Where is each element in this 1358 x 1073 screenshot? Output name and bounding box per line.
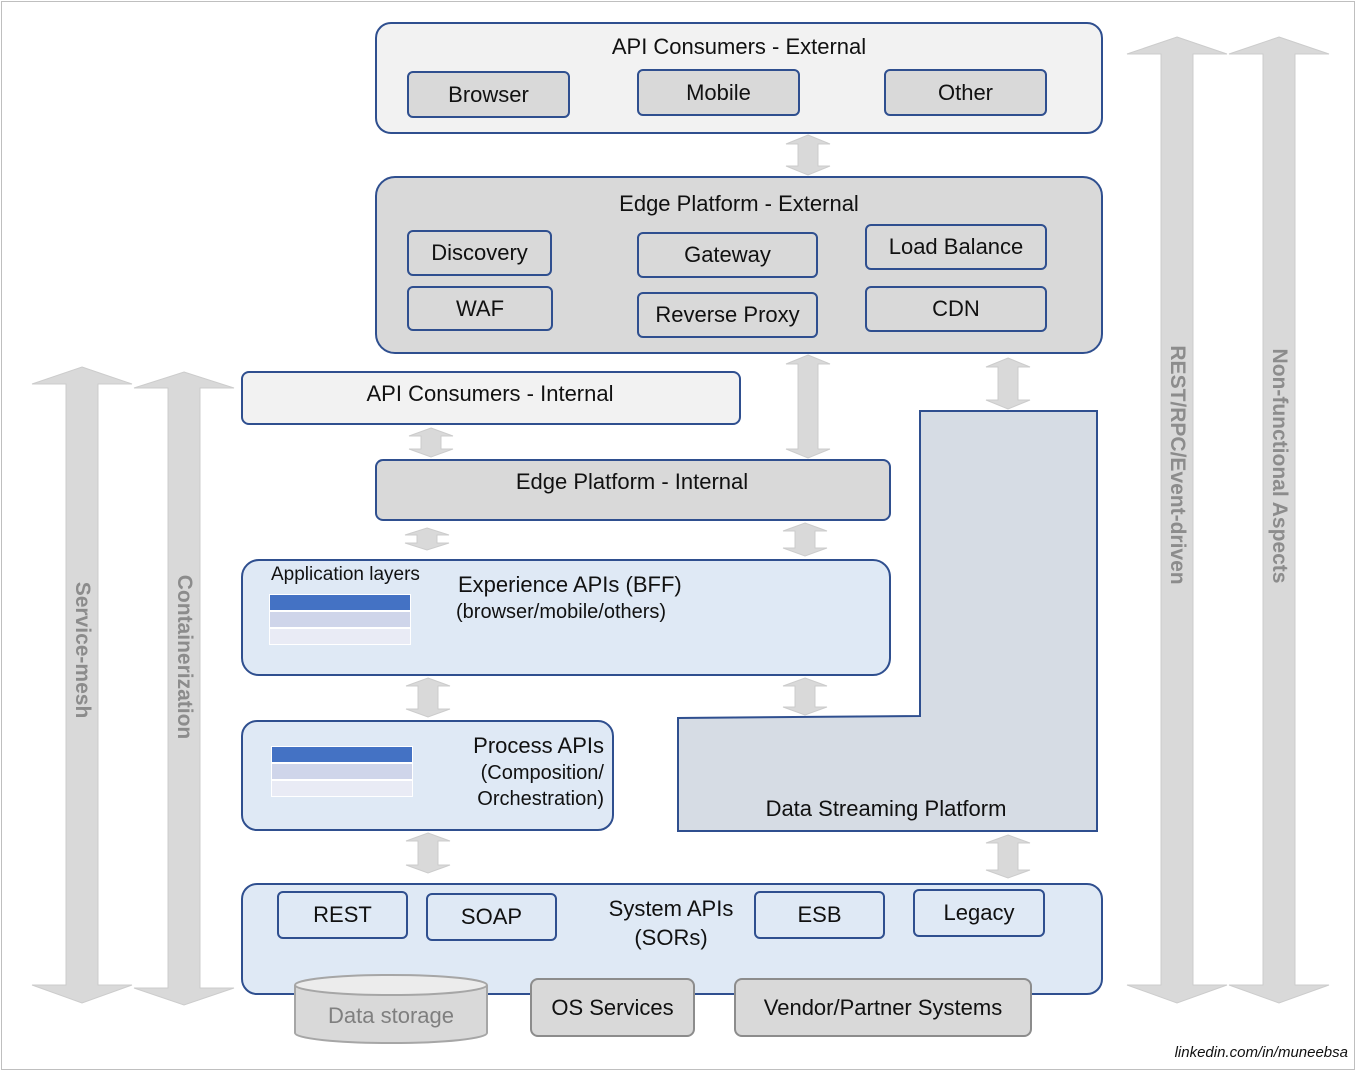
api-consumers-internal-title: API Consumers - Internal bbox=[366, 381, 614, 406]
api-consumers-external-title: API Consumers - External bbox=[611, 34, 867, 59]
arrow-int-consumers-edge bbox=[408, 427, 454, 458]
arrow-experience-process bbox=[405, 677, 451, 718]
layer-dark bbox=[271, 746, 413, 763]
gateway-box: Gateway bbox=[637, 232, 818, 278]
waf-box: WAF bbox=[407, 286, 553, 331]
experience-apis-subtitle: (browser/mobile/others) bbox=[456, 601, 667, 623]
layer-light bbox=[269, 628, 411, 645]
os-services-box: OS Services bbox=[530, 978, 695, 1037]
experience-layer-stack bbox=[269, 594, 411, 645]
non-functional-arrow bbox=[1228, 36, 1330, 1004]
data-storage-label: Data storage bbox=[328, 1003, 454, 1028]
browser-box: Browser bbox=[407, 71, 570, 118]
soap-box: SOAP bbox=[426, 893, 557, 941]
data-streaming-platform-title: Data Streaming Platform bbox=[765, 796, 1007, 821]
process-apis-subtitle-1: (Composition/ bbox=[480, 762, 604, 784]
process-apis-title: Process APIs bbox=[473, 733, 604, 758]
edge-platform-external-title: Edge Platform - External bbox=[619, 191, 859, 216]
layer-dark bbox=[269, 594, 411, 611]
process-layer-stack bbox=[271, 746, 413, 797]
reverse-proxy-box: Reverse Proxy bbox=[637, 292, 818, 338]
esb-box: ESB bbox=[754, 891, 885, 939]
rest-box: REST bbox=[277, 891, 408, 939]
edge-platform-internal-title: Edge Platform - Internal bbox=[515, 469, 749, 494]
arrow-edge-int-experience-left bbox=[404, 527, 450, 551]
layer-light bbox=[271, 780, 413, 797]
mobile-box: Mobile bbox=[637, 69, 800, 116]
arrow-streaming-system bbox=[985, 834, 1031, 879]
layer-mid bbox=[269, 611, 411, 628]
rest-rpc-arrow bbox=[1126, 36, 1228, 1004]
discovery-box: Discovery bbox=[407, 230, 552, 276]
layer-mid bbox=[271, 763, 413, 780]
application-layers-caption: Application layers bbox=[271, 564, 420, 585]
process-apis-subtitle-2: Orchestration) bbox=[477, 788, 604, 810]
system-apis-title: System APIs bbox=[608, 896, 734, 921]
api-consumers-internal bbox=[241, 371, 741, 425]
arrow-experience-streaming bbox=[782, 677, 828, 716]
service-mesh-arrow bbox=[31, 366, 133, 1004]
experience-apis-title: Experience APIs (BFF) bbox=[458, 572, 682, 597]
arrow-ext-consumers-edge bbox=[785, 134, 831, 176]
cdn-box: CDN bbox=[865, 286, 1047, 332]
containerization-arrow bbox=[133, 371, 235, 1006]
load-balance-box: Load Balance bbox=[865, 224, 1047, 270]
arrow-process-system bbox=[405, 832, 451, 874]
vendor-partner-box: Vendor/Partner Systems bbox=[734, 978, 1032, 1037]
arrow-edge-ext-int bbox=[785, 354, 831, 459]
arrow-edge-streaming bbox=[985, 357, 1031, 410]
linkedin-credit[interactable]: linkedin.com/in/muneebsa bbox=[1174, 1044, 1348, 1061]
system-apis-subtitle: (SORs) bbox=[634, 925, 708, 950]
edge-platform-internal bbox=[375, 459, 891, 521]
other-box: Other bbox=[884, 69, 1047, 116]
legacy-box: Legacy bbox=[913, 889, 1045, 937]
arrow-edge-int-experience-right bbox=[782, 522, 828, 557]
